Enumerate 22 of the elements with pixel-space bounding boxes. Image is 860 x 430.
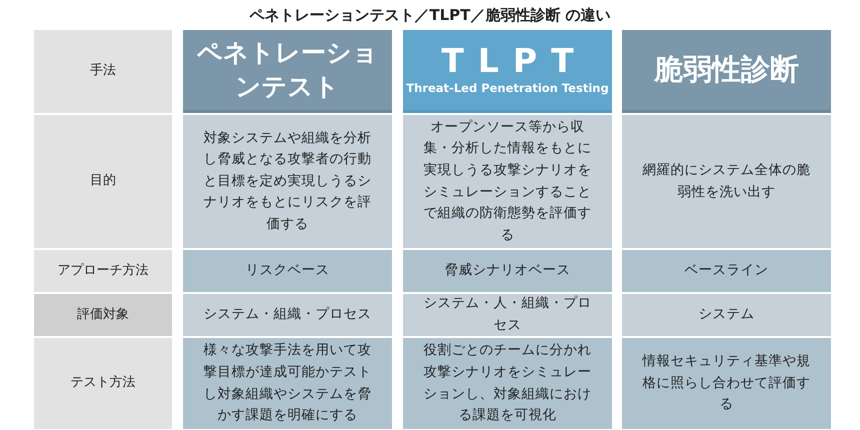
row-header-cell: 評価対象	[34, 294, 172, 336]
table-cell: システム・人・組織・プロセス	[403, 294, 612, 336]
row-header-cell: アプローチ方法	[34, 250, 172, 292]
table-cell: 様々な攻撃手法を用いて攻撃目標が達成可能かテストし対象組織やシステムを脅かす課題を明確にする	[183, 338, 392, 429]
table-title: ペネトレーションテスト／TLPT／脆弱性診断 の違い	[248, 6, 612, 25]
table-cell: ベースライン	[622, 250, 831, 292]
table-cell: リスクベース	[183, 250, 392, 292]
column-header-cell: ペネトレーションテスト	[183, 30, 392, 113]
table-cell: システム・組織・プロセス	[183, 294, 392, 336]
table-cell: オープンソース等から収集・分析した情報をもとに実現しうる攻撃シナリオをシミュレーションすることで組織の防衛態勢を評価する	[403, 115, 612, 248]
heading: TLPT	[441, 42, 588, 79]
table-cell: 役割ごとのチームに分かれ攻撃シナリオをシミュレーションし、対象組織における課題を可視化	[403, 338, 612, 429]
table-cell: 対象システムや組織を分析し脅威となる攻撃者の行動と目標を定め実現しうるシナリオをもとにリスクを評価する	[183, 115, 392, 248]
subheading: Threat-Led Penetration Testing	[406, 80, 609, 97]
table-cell: システム	[622, 294, 831, 336]
row-header-cell: 手法	[34, 30, 172, 113]
table-cell: 脅威シナリオベース	[403, 250, 612, 292]
column-header-cell: 脆弱性診断	[622, 30, 831, 113]
row-header-cell: テスト方法	[34, 338, 172, 429]
row-header-cell: 目的	[34, 115, 172, 248]
table-cell: 網羅的にシステム全体の脆弱性を洗い出す	[622, 115, 831, 248]
table-cell: 情報セキュリティ基準や規格に照らし合わせて評価する	[622, 338, 831, 429]
